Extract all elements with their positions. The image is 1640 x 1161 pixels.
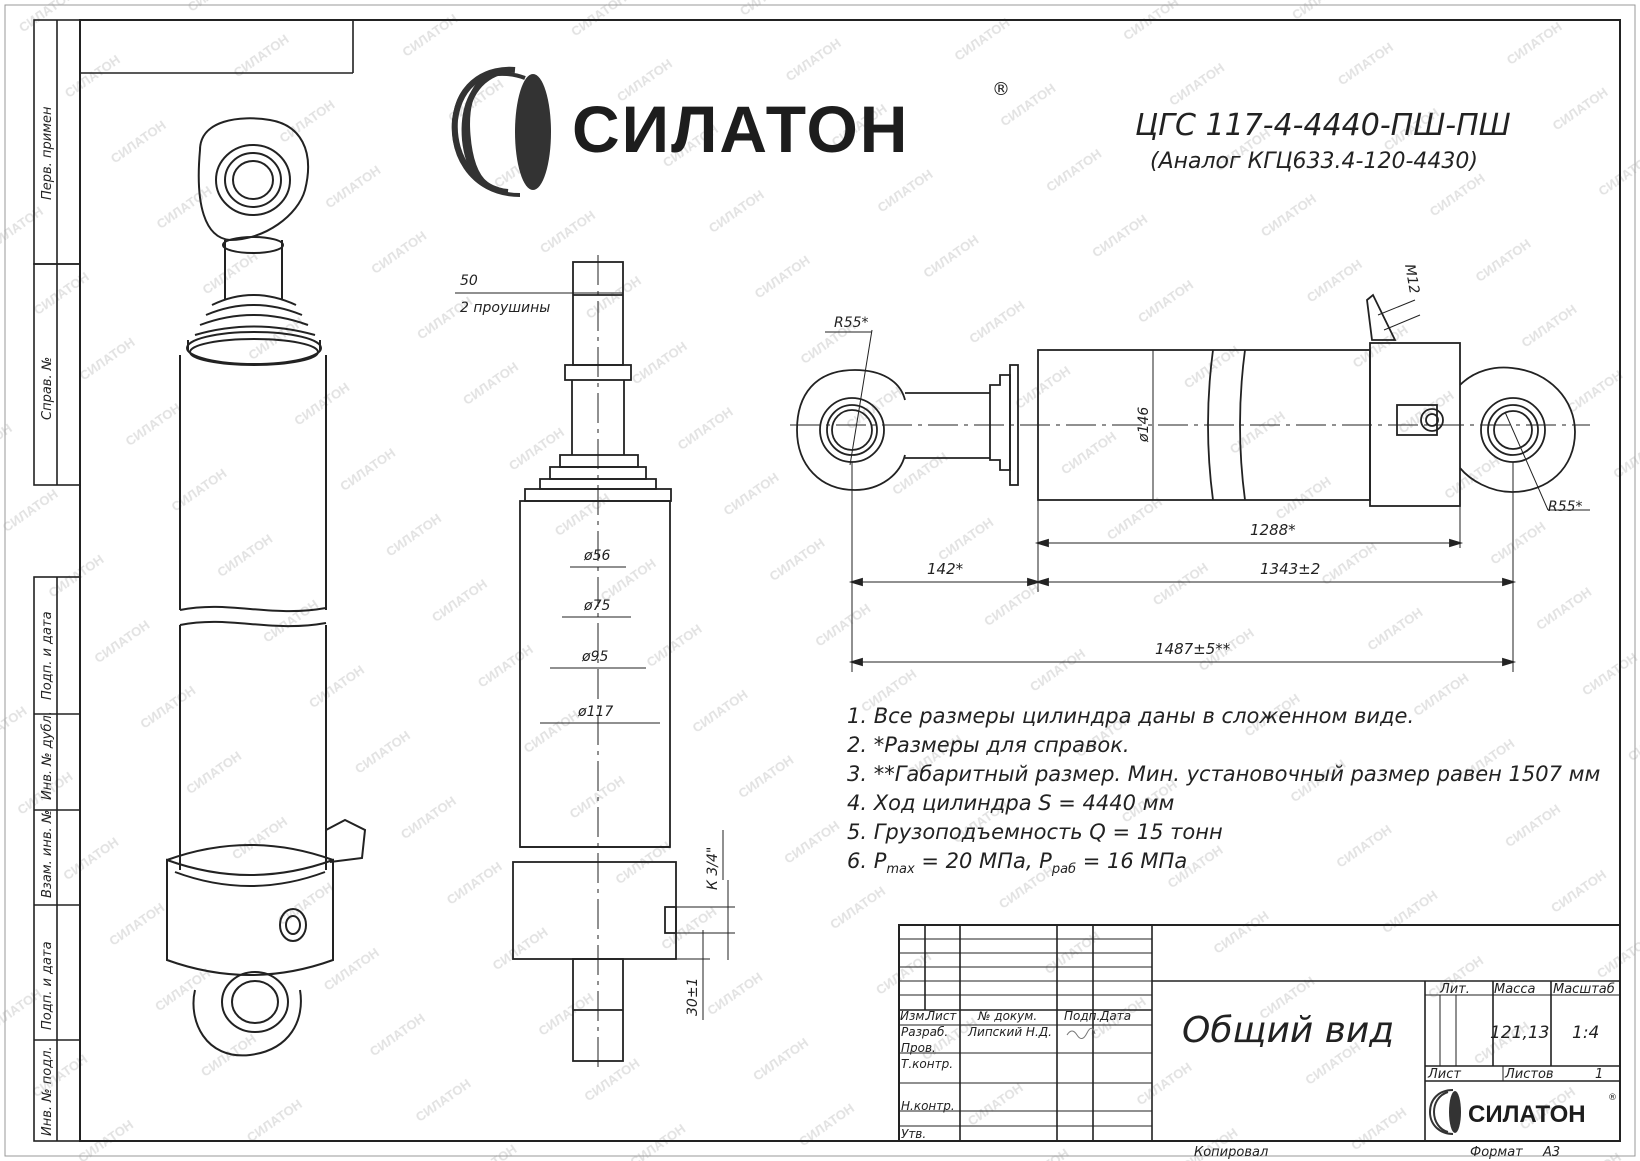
stamp-inv-dubl: Инв. № дубл. [40,711,55,800]
brand-name: СИЛАТОН [572,92,909,166]
designation: ЦГС 117-4-4440-ПШ-ПШ [1135,108,1511,143]
note-2: 2. *Размеры для справок. [847,733,1130,757]
dim-30: 30±1 [685,978,701,1016]
side-stamp-labels: Перв. примен Справ. № Подп. и дата Инв. … [40,106,55,1136]
title-block-reg: ® [1608,1093,1617,1103]
tb-scale-value: 1:4 [1572,1023,1599,1043]
note-1: 1. Все размеры цилиндра даны в сложенном… [847,704,1414,728]
note-6: 6. Pmax = 20 МПа, Pраб = 16 МПа [847,849,1187,877]
registered-mark: ® [992,79,1010,100]
dim-lugs: 2 проушины [460,300,550,316]
stamp-sprav-no: Справ. № [40,357,55,420]
tb-massa: Масса [1494,982,1535,997]
tb-podp: Подп. [1064,1009,1100,1023]
dim-142: 142* [927,560,964,578]
dim-k34: К 3/4" [705,847,721,890]
cylinder-side-view [455,255,735,1068]
tb-razrab-name: Липский Н.Д. [967,1025,1052,1039]
tb-izm: Изм. [900,1009,928,1023]
cylinder-horizontal-view [790,293,1590,672]
tb-utv: Утв. [901,1127,926,1141]
tb-no-dokum: № докум. [977,1009,1037,1023]
dim-r55-left: R55* [834,315,869,331]
brand-logo-icon [451,66,551,197]
tb-list: Лист [925,1009,957,1023]
tb-sheets-value: 1 [1595,1067,1603,1082]
tb-prov: Пров. [901,1041,936,1055]
title-block-logo-icon [1428,1089,1461,1135]
tb-razrab: Разраб. [901,1025,948,1039]
tb-sheet: Лист [1427,1067,1461,1082]
stamp-perv-primen: Перв. примен [40,106,55,200]
analog-designation: (Аналог КГЦ633.4-120-4430) [1150,149,1478,174]
dim-1487: 1487±5** [1155,640,1231,658]
tb-nkontr: Н.контр. [901,1099,955,1113]
cylinder-perspective-view [166,117,367,1057]
dim-1343: 1343±2 [1260,560,1320,578]
signature [1066,1027,1096,1039]
dim-d75: ø75 [583,598,610,614]
dim-50: 50 [460,273,478,289]
dim-d56: ø56 [583,548,610,564]
tb-format-value: А3 [1542,1145,1560,1160]
tb-data: Дата [1099,1009,1131,1023]
notes: 1. Все размеры цилиндра даны в сложенном… [847,704,1601,877]
dim-1288: 1288* [1250,521,1296,539]
outer-border [4,4,1636,1157]
dim-d95: ø95 [581,649,608,665]
stamp-podp-data-1: Подп. и дата [40,611,55,700]
title-block [898,924,1621,1142]
note-5: 5. Грузоподъемность Q = 15 тонн [847,820,1223,844]
title-block-brand: СИЛАТОН [1468,1101,1586,1128]
stamp-vzam-inv: Взам. инв. № [40,810,55,898]
dim-m12: М12 [1401,263,1422,295]
tb-lit: Лит. [1439,982,1470,997]
stamp-podp-data-2: Подп. и дата [40,941,55,1030]
tb-tkontr: Т.контр. [901,1057,953,1071]
note-3: 3. **Габаритный размер. Мин. установочны… [847,762,1601,786]
tb-kopiroval: Копировал [1194,1145,1268,1160]
tb-sheets: Листов [1504,1067,1554,1082]
note-4: 4. Ход цилиндра S = 4440 мм [847,791,1175,815]
title-block-text: Изм. Лист № докум. Подп. Дата Разраб. Ли… [900,982,1615,1160]
tb-mass-value: 121,13 [1490,1023,1549,1043]
stamp-inv-podl: Инв. № подл. [40,1046,55,1136]
dim-d146: ø146 [1136,407,1152,443]
dim-r55-right: R55* [1548,499,1583,515]
tb-format: Формат [1470,1145,1523,1160]
dim-d117: ø117 [577,704,613,720]
tb-doc-name: Общий вид [1182,1010,1394,1051]
tb-masshtab: Масштаб [1553,982,1615,997]
side-stamp [33,19,354,1142]
